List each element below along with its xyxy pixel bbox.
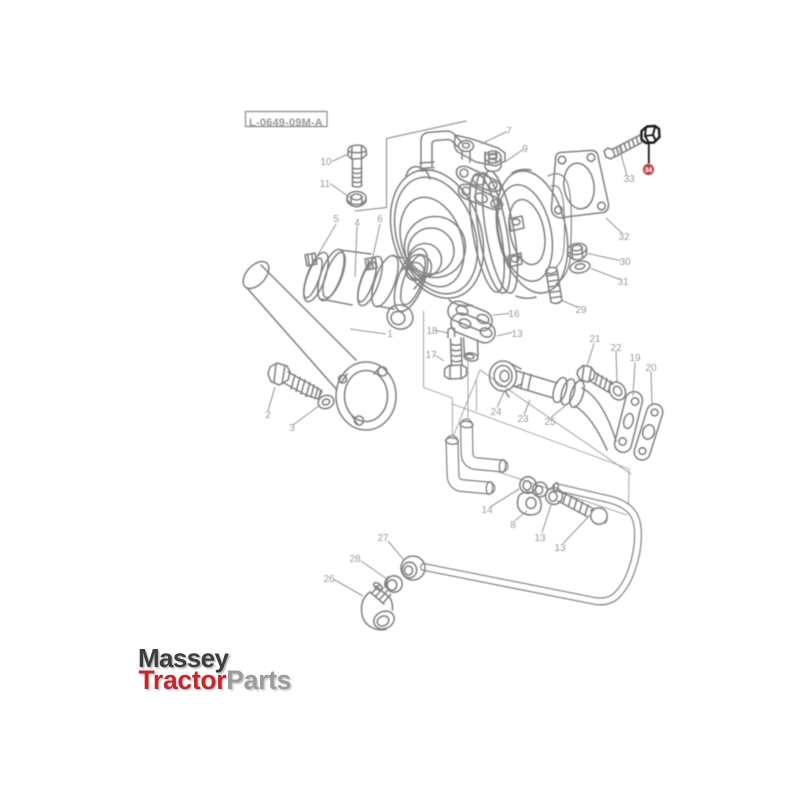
svg-text:1: 1 <box>387 329 393 340</box>
svg-text:29: 29 <box>575 305 587 316</box>
svg-text:32: 32 <box>618 232 630 243</box>
svg-text:25: 25 <box>544 417 556 428</box>
svg-text:28: 28 <box>349 554 361 565</box>
svg-text:8: 8 <box>510 520 516 531</box>
svg-text:20: 20 <box>645 363 657 374</box>
svg-text:5: 5 <box>333 214 339 225</box>
svg-text:9: 9 <box>522 144 528 155</box>
svg-text:30: 30 <box>619 257 631 268</box>
svg-text:13: 13 <box>554 543 566 554</box>
svg-text:17: 17 <box>425 350 437 361</box>
svg-text:26: 26 <box>323 574 335 585</box>
svg-text:33: 33 <box>623 174 635 185</box>
svg-text:13: 13 <box>511 329 523 340</box>
svg-text:11: 11 <box>320 179 331 190</box>
svg-text:27: 27 <box>377 533 389 544</box>
svg-text:2: 2 <box>265 410 271 421</box>
svg-text:34: 34 <box>645 167 653 174</box>
svg-text:10: 10 <box>320 157 332 168</box>
svg-text:23: 23 <box>517 414 529 425</box>
svg-text:22: 22 <box>610 343 622 354</box>
svg-text:21: 21 <box>589 334 601 345</box>
svg-text:19: 19 <box>629 353 641 364</box>
svg-text:6: 6 <box>377 214 383 225</box>
svg-text:L-0649-09M-A: L-0649-09M-A <box>249 117 323 129</box>
svg-text:18: 18 <box>426 326 438 337</box>
svg-text:24: 24 <box>490 407 502 418</box>
svg-text:14: 14 <box>481 505 493 516</box>
svg-text:16: 16 <box>508 309 520 320</box>
svg-text:3: 3 <box>289 423 295 434</box>
svg-text:13: 13 <box>534 533 546 544</box>
svg-text:4: 4 <box>354 218 360 229</box>
svg-text:7: 7 <box>506 126 512 137</box>
svg-text:31: 31 <box>617 277 629 288</box>
